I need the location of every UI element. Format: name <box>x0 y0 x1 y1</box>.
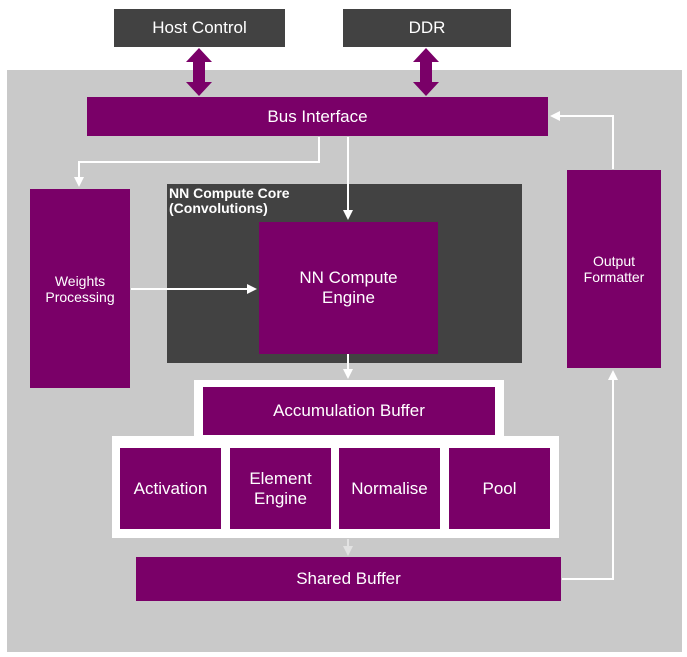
host-control-label: Host Control <box>152 18 247 37</box>
nn-compute-engine-block: NN Compute Engine <box>259 222 438 354</box>
pool-label: Pool <box>482 478 517 498</box>
shared-buffer-label: Shared Buffer <box>296 569 401 588</box>
nn-compute-core-title: NN Compute Core (Convolutions) <box>169 185 290 216</box>
output-formatter-block: Output Formatter <box>567 170 661 368</box>
weights-processing-label: Weights Processing <box>45 272 115 305</box>
shared-buffer-block: Shared Buffer <box>136 557 561 601</box>
bus-interface-block: Bus Interface <box>87 97 548 136</box>
host-control-block: Host Control <box>114 9 285 47</box>
weights-processing-block: Weights Processing <box>30 189 130 388</box>
accumulation-buffer-block: Accumulation Buffer <box>203 387 495 435</box>
activation-label: Activation <box>133 478 208 498</box>
normalise-label: Normalise <box>351 478 428 498</box>
pool-block: Pool <box>449 448 550 529</box>
ddr-block: DDR <box>343 9 511 47</box>
bus-interface-label: Bus Interface <box>267 106 368 126</box>
element-engine-block: Element Engine <box>230 448 331 529</box>
activation-block: Activation <box>120 448 221 529</box>
accumulation-buffer-label: Accumulation Buffer <box>273 401 425 420</box>
nn-compute-engine-label: NN Compute Engine <box>299 268 398 307</box>
element-engine-label: Element Engine <box>249 468 312 508</box>
ddr-label: DDR <box>408 18 446 37</box>
normalise-block: Normalise <box>339 448 440 529</box>
output-formatter-label: Output Formatter <box>583 253 645 285</box>
